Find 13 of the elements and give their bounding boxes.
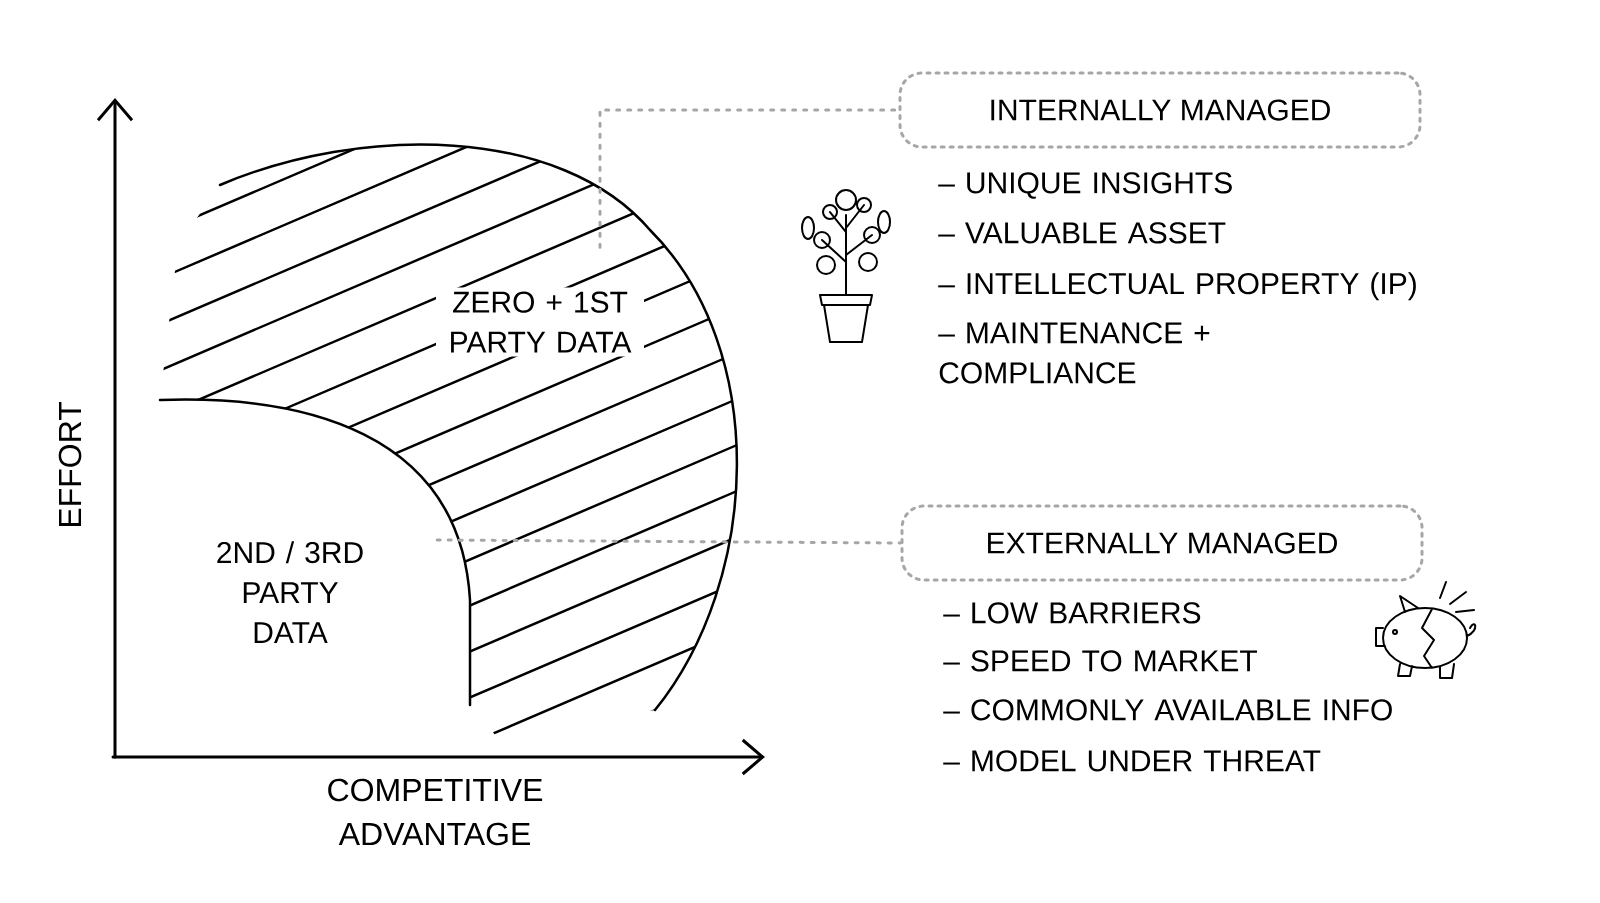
dashed-label-box: EXTERNALLY MANAGED	[900, 504, 1424, 582]
bullet-item: – VALUABLE ASSET	[938, 222, 1226, 244]
axis-label: EFFORT	[58, 402, 82, 527]
dashed-label-box: INTERNALLY MANAGED	[898, 71, 1422, 149]
quarter-region: 2ND / 3RD PARTY DATA	[158, 398, 472, 707]
leader-line	[435, 538, 902, 545]
bullet-item: – COMMONLY AVAILABLE INFO	[943, 699, 1392, 721]
axis-label: COMPETITIVE ADVANTAGE	[328, 778, 543, 846]
bullet-item: – SPEED TO MARKET	[943, 650, 1257, 672]
bullet-item: – INTELLECTUAL PROPERTY (IP)	[938, 272, 1416, 301]
bullet-item: – MODEL UNDER THREAT	[943, 750, 1321, 772]
bullet-item: – MAINTENANCE + COMPLIANCE	[938, 322, 1210, 384]
region-label: ZERO + 1ST PARTY DATA	[436, 287, 644, 357]
